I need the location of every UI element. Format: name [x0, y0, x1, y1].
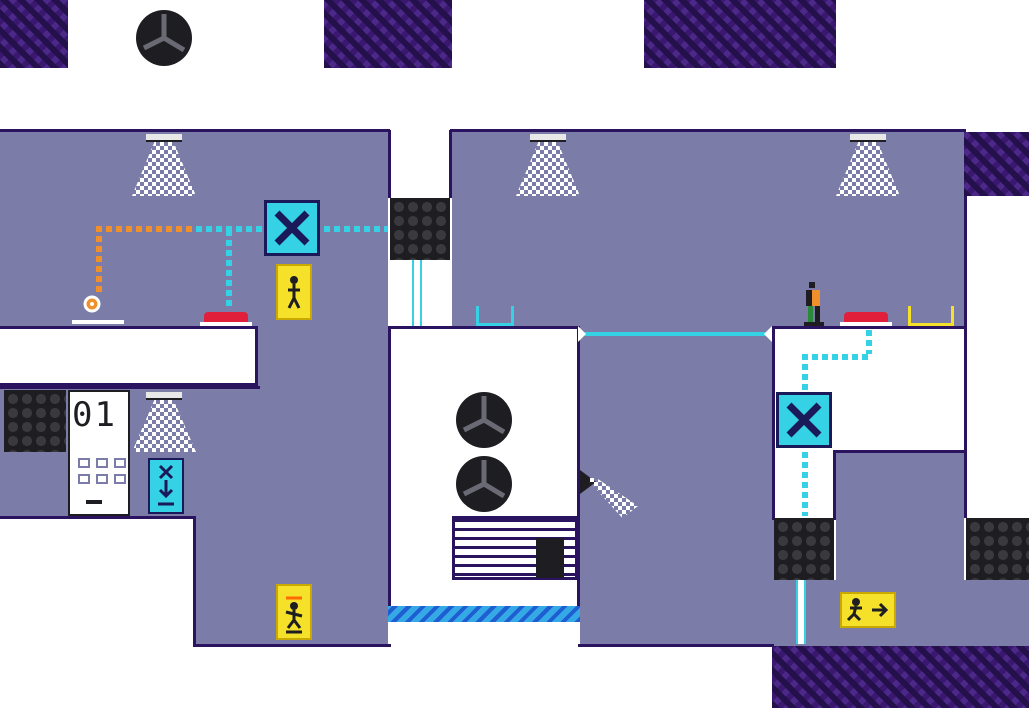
- keypad-key[interactable]: [78, 458, 90, 468]
- person-standing-icon: [276, 264, 312, 320]
- keypad-key[interactable]: [114, 474, 126, 484]
- wall-outline-top: [0, 129, 390, 132]
- close-icon[interactable]: [264, 200, 320, 256]
- wall-outline-bottom-left: [0, 516, 196, 519]
- room-center-right: [580, 328, 774, 646]
- wall-outline-step: [193, 516, 196, 646]
- hazard-block-right-edge: [964, 132, 1029, 196]
- wire-orange-vertical: [96, 226, 102, 296]
- laser-emitter-right: [764, 326, 772, 342]
- person-falling-icon: [276, 584, 312, 640]
- hazard-block-top-center: [324, 0, 452, 68]
- hazard-block-top-left: [0, 0, 68, 68]
- room-lower-right: [774, 580, 1029, 646]
- wall-outline-floor-center: [578, 644, 774, 647]
- ceiling-lamp: [530, 134, 566, 142]
- room-right-pocket: [836, 452, 964, 582]
- wire-cyan-right-down: [802, 354, 808, 390]
- keypad-key[interactable]: [78, 474, 90, 484]
- water-pool: [388, 606, 580, 622]
- ceiling-lamp: [146, 134, 182, 142]
- wire-cyan-vertical: [226, 230, 232, 310]
- room-center-shaft: [258, 328, 388, 388]
- keypad-key[interactable]: [96, 458, 108, 468]
- pressure-plate[interactable]: [844, 312, 888, 322]
- wall-outline-top-right: [450, 129, 966, 132]
- room-upper-right: [452, 132, 964, 328]
- keypad-key[interactable]: [96, 474, 108, 484]
- pressure-plate-base: [200, 322, 252, 326]
- laser-pipe-vertical: [796, 580, 806, 644]
- wire-orange-horizontal: [96, 226, 194, 232]
- pressure-plate-base: [840, 322, 892, 326]
- person-down-arrow-icon: [148, 458, 184, 514]
- wire-cyan-right-lower: [802, 452, 808, 516]
- divider-upper: [388, 130, 452, 198]
- vent-left-wall: [4, 390, 66, 452]
- shelf-door: [536, 538, 564, 578]
- fan-icon: [456, 392, 512, 448]
- room-upper-left: [0, 132, 388, 328]
- wall-outline-floor-left: [193, 644, 391, 647]
- wire-cyan-right-h: [802, 354, 872, 360]
- fan-icon: [136, 10, 192, 66]
- vent-upper-divider: [390, 198, 450, 260]
- spawn-pad-cyan: [476, 306, 514, 326]
- vent-right-column: [774, 518, 834, 580]
- fan-icon: [456, 456, 512, 512]
- wall-outline-right-pocket: [834, 450, 966, 453]
- wall-outline-ledge-bottom: [0, 386, 260, 389]
- level-counter-panel: 01: [68, 390, 130, 516]
- player-character-icon[interactable]: [798, 280, 830, 326]
- wire-cyan-horizontal: [196, 226, 264, 232]
- ceiling-lamp: [850, 134, 886, 142]
- laser-pipe-vertical: [412, 260, 422, 326]
- ceiling-lamp: [146, 392, 182, 400]
- gear-icon[interactable]: [78, 290, 106, 318]
- wire-cyan-to-vent: [324, 226, 388, 232]
- pressure-plate[interactable]: [204, 312, 248, 322]
- counter-display: 01: [72, 395, 117, 435]
- laser-emitter-left: [578, 326, 586, 342]
- gear-base: [72, 320, 124, 324]
- laser-beam-horizontal: [582, 332, 772, 336]
- goal-pad-yellow: [908, 306, 954, 326]
- hazard-block-bottom-right: [772, 644, 1029, 708]
- vent-right-wall: [966, 518, 1029, 580]
- person-running-exit-icon[interactable]: [840, 592, 896, 628]
- hazard-block-top-right: [644, 0, 836, 68]
- right-wall: [964, 196, 1029, 518]
- ledge-left: [0, 326, 258, 386]
- keypad-slot: [86, 500, 102, 504]
- close-icon[interactable]: [776, 392, 832, 448]
- wire-cyan-right-up: [866, 330, 872, 354]
- keypad-key[interactable]: [114, 458, 126, 468]
